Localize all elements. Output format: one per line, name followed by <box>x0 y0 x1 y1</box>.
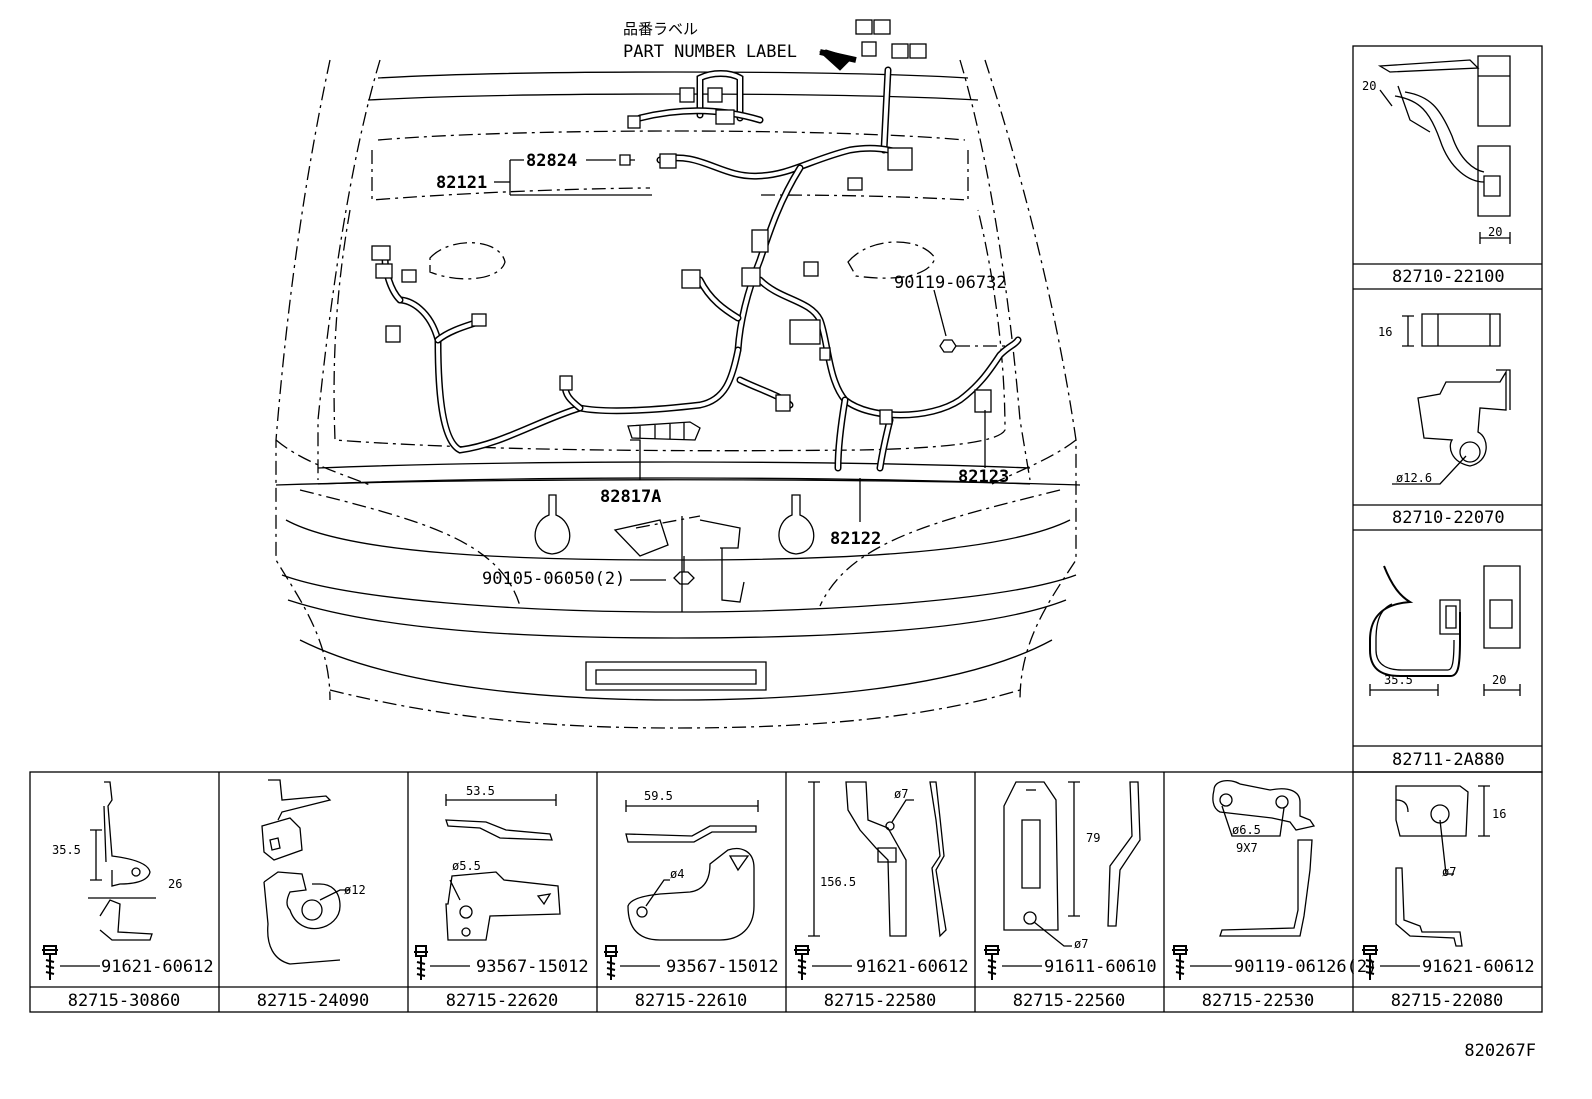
engine-bay-illustration <box>275 19 1081 729</box>
callout-90105-06050: 90105-06050(2) <box>482 569 625 589</box>
fastener-label: 91621-60612 <box>1422 957 1535 977</box>
part-82711-2a880: 82711-2A880 <box>1392 750 1505 770</box>
bracket-82715-22530: ø6.5 9X7 <box>1212 779 1316 937</box>
dim-p2-b: ø12.6 <box>1396 471 1432 485</box>
dim-b5-a: ø7 <box>894 787 908 801</box>
dim-b5-b: 156.5 <box>820 875 856 889</box>
bracket-82715-22610: 59.5 ø4 <box>625 789 759 941</box>
fastener-label: 90119-06126(2) <box>1234 957 1377 977</box>
dim-b6-b: ø7 <box>1074 937 1088 951</box>
dim-p3-a: 35.5 <box>1384 673 1413 687</box>
bracket-82715-22080: 16 ø7 <box>1395 785 1506 947</box>
bracket-82715-24090: ø12 <box>261 779 366 965</box>
dim-b1-b: 26 <box>168 877 182 891</box>
dim-b4-b: ø4 <box>670 867 684 881</box>
part-number: 82715-22580 <box>824 991 937 1011</box>
fastener-label: 93567-15012 <box>666 957 779 977</box>
clip-82710-22070: 16 ø12.6 <box>1378 313 1511 485</box>
dim-b4-a: 59.5 <box>644 789 673 803</box>
part-82710-22100: 82710-22100 <box>1392 267 1505 287</box>
dim-b8-a: 16 <box>1492 807 1506 821</box>
bolt-icon <box>604 945 618 980</box>
engine-wire-harness <box>371 19 1022 472</box>
main-callouts: 品番ラベル PART NUMBER LABEL 82824 82121 9011… <box>436 20 1009 589</box>
callout-90119-06732: 90119-06732 <box>894 273 1007 293</box>
part-82710-22070: 82710-22070 <box>1392 508 1505 528</box>
fastener-label: 91611-60610 <box>1044 957 1157 977</box>
bolt-icon <box>984 945 1000 980</box>
dim-b1-a: 35.5 <box>52 843 81 857</box>
bolt-icon <box>414 945 428 980</box>
bracket-82715-22560: 79 ø7 <box>1003 781 1141 951</box>
dim-b2-a: ø12 <box>344 883 366 897</box>
bolt-icon <box>42 945 58 980</box>
bracket-82715-22620: 53.5 ø5.5 <box>445 784 561 941</box>
part-label-en: PART NUMBER LABEL <box>623 42 797 62</box>
part-number: 82715-30860 <box>68 991 181 1011</box>
dim-b3-a: 53.5 <box>466 784 495 798</box>
fastener-label: 93567-15012 <box>476 957 589 977</box>
fastener-label: 91621-60612 <box>101 957 214 977</box>
bolt-icon <box>1172 945 1188 980</box>
part-label-jp: 品番ラベル <box>623 20 698 38</box>
callout-82121: 82121 <box>436 173 487 193</box>
dim-b6-a: 79 <box>1086 831 1100 845</box>
side-panels: 20 20 82710-22100 16 ø12.6 82710-22070 <box>1352 45 1543 773</box>
dim-b7-a: ø6.5 <box>1232 823 1261 837</box>
part-number: 82715-22610 <box>635 991 748 1011</box>
dim-p2-a: 16 <box>1378 325 1392 339</box>
dim-p1-b: 20 <box>1488 225 1502 239</box>
clip-82711-2a880: 35.5 20 <box>1369 565 1521 696</box>
callout-82817a: 82817A <box>600 487 661 507</box>
fastener-label: 91621-60612 <box>856 957 969 977</box>
part-number: 82715-22080 <box>1391 991 1504 1011</box>
part-number: 82715-22560 <box>1013 991 1126 1011</box>
callout-82824: 82824 <box>526 151 577 171</box>
diagram-id: 820267F <box>1464 1041 1536 1061</box>
callout-82123: 82123 <box>958 467 1009 487</box>
bracket-82715-30860: 35.5 26 <box>52 781 182 941</box>
dim-b3-b: ø5.5 <box>452 859 481 873</box>
dim-p1-a: 20 <box>1362 79 1376 93</box>
dim-b8-b: ø7 <box>1442 865 1456 879</box>
part-number: 82715-24090 <box>257 991 370 1011</box>
callout-82122: 82122 <box>830 529 881 549</box>
part-number: 82715-22530 <box>1202 991 1315 1011</box>
dim-p3-b: 20 <box>1492 673 1506 687</box>
bolt-icon <box>1362 945 1378 980</box>
bracket-82715-22580: ø7 156.5 <box>808 781 947 938</box>
bolt-icon <box>794 945 810 980</box>
dim-b7-b: 9X7 <box>1236 841 1258 855</box>
bottom-panels: 35.5 26 ø12 53.5 ø5.5 <box>29 771 1543 1013</box>
clip-82710-22100: 20 20 <box>1362 55 1511 244</box>
part-number: 82715-22620 <box>446 991 559 1011</box>
